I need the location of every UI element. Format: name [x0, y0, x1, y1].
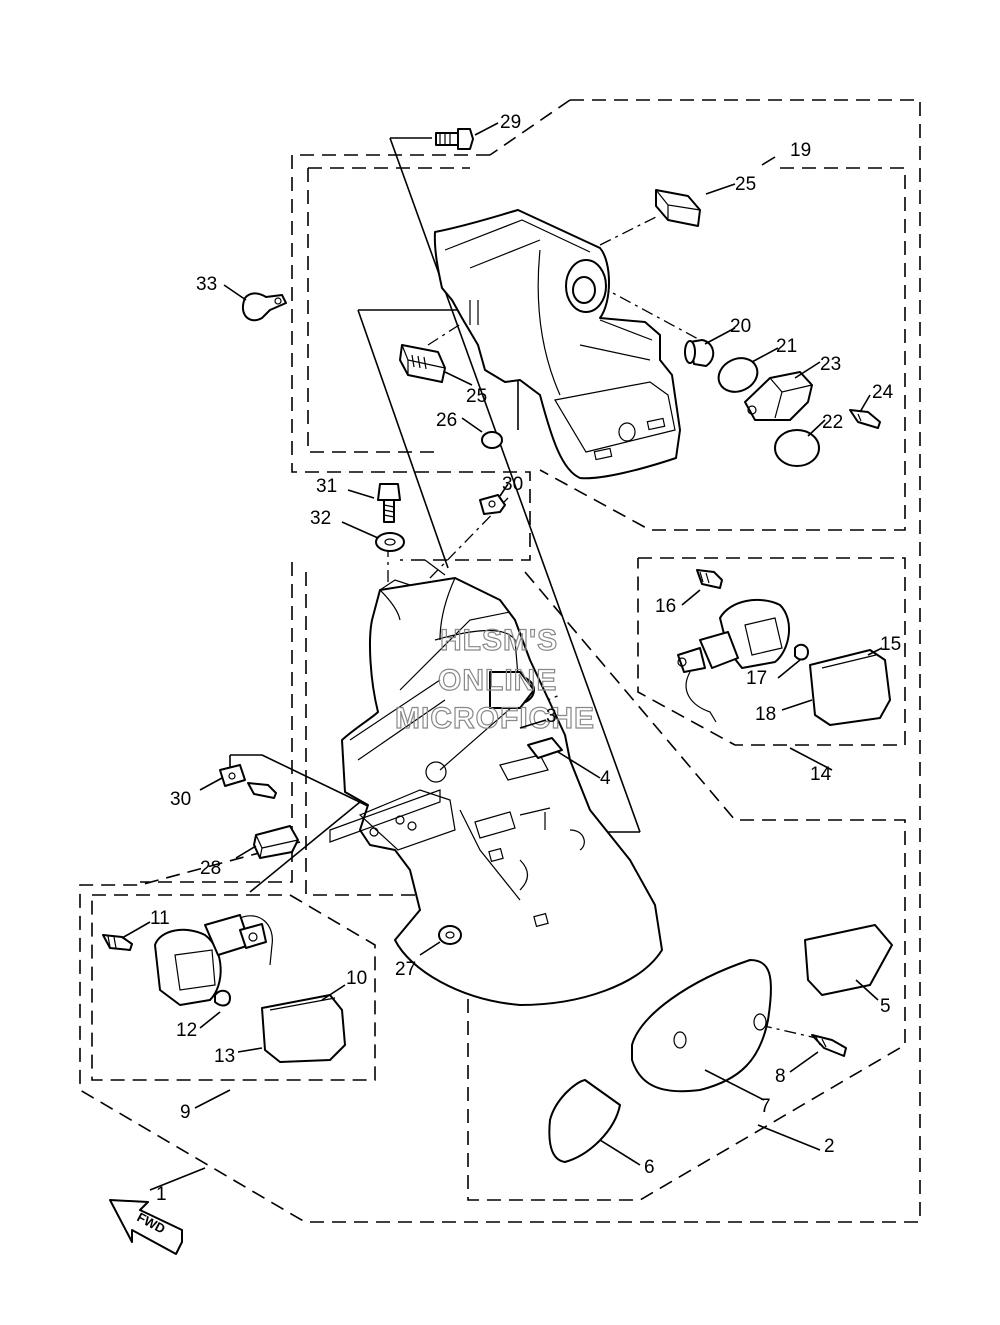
left-flasher-9: [102, 914, 346, 1063]
callout-1: 1: [156, 1184, 167, 1205]
nut-27: [438, 925, 462, 945]
callout-26: 26: [436, 410, 457, 431]
callout-25-upper: 25: [735, 174, 756, 195]
cover-7: [631, 959, 772, 1093]
watermark: HLSM'S ONLINE MICROFICHE: [394, 623, 595, 735]
callout-leaders: [121, 122, 883, 1191]
pad-4: [527, 737, 563, 759]
callout-22: 22: [822, 412, 843, 433]
callout-4: 4: [600, 768, 611, 789]
callout-5: 5: [880, 996, 891, 1017]
callout-32: 32: [310, 508, 331, 529]
callout-labels: 1 2 3 4 5 6 7 8 9 10 11 12 13 14 15 16 1…: [150, 112, 901, 1205]
callout-7: 7: [760, 1096, 771, 1117]
callout-29: 29: [500, 112, 521, 133]
license-light-23: [744, 371, 813, 421]
callout-18: 18: [755, 704, 776, 725]
gasket-21: [717, 357, 759, 393]
watermark-line-3: MICROFICHE: [395, 702, 595, 735]
screw-8: [811, 1034, 847, 1057]
callout-10: 10: [346, 968, 367, 989]
reflector-5: [804, 924, 893, 996]
callout-21: 21: [776, 336, 797, 357]
clamp-33: [242, 292, 287, 322]
callout-30-lower: 30: [170, 789, 191, 810]
pad-28: [253, 825, 299, 859]
callout-13: 13: [214, 1046, 235, 1067]
washer-32: [375, 532, 405, 552]
callout-17: 17: [746, 668, 767, 689]
callout-33: 33: [196, 274, 217, 295]
right-flasher-14: [677, 569, 891, 726]
pad-25-upper: [655, 189, 701, 227]
callout-31: 31: [316, 476, 337, 497]
callout-19: 19: [790, 140, 811, 161]
callout-12: 12: [176, 1020, 197, 1041]
lens-22: [774, 429, 820, 467]
watermark-line-1: HLSM'S: [440, 624, 558, 657]
callout-2: 2: [824, 1136, 835, 1157]
callout-8: 8: [775, 1066, 786, 1087]
reflector-6: [548, 1079, 621, 1163]
callout-28: 28: [200, 858, 221, 879]
callout-24: 24: [872, 382, 894, 403]
nut-26: [481, 431, 503, 449]
clip-30-lower: [219, 764, 277, 799]
callout-23: 23: [820, 354, 841, 375]
pad-25-lower: [399, 344, 446, 383]
callout-25-lower: 25: [466, 386, 487, 407]
callout-9: 9: [180, 1102, 191, 1123]
group-boundaries: [79, 99, 921, 1223]
bolt-29: [435, 128, 474, 150]
bolt-31: [377, 483, 401, 523]
callout-3: 3: [546, 706, 557, 727]
rear-fender-2: [329, 559, 663, 1006]
bulb-20: [684, 339, 715, 367]
callout-15: 15: [880, 634, 901, 655]
clip-30-upper: [479, 494, 506, 515]
callout-20: 20: [730, 316, 751, 337]
callout-16: 16: [655, 596, 676, 617]
callout-6: 6: [644, 1157, 655, 1178]
callout-30-upper: 30: [502, 474, 523, 495]
screw-24: [849, 409, 881, 429]
taillight-housing-19: [433, 209, 681, 480]
callout-14: 14: [810, 764, 832, 785]
fwd-arrow: FWD: [109, 1199, 183, 1255]
watermark-line-2: ONLINE: [438, 664, 557, 697]
callout-11: 11: [150, 908, 170, 929]
callout-27: 27: [395, 959, 416, 980]
